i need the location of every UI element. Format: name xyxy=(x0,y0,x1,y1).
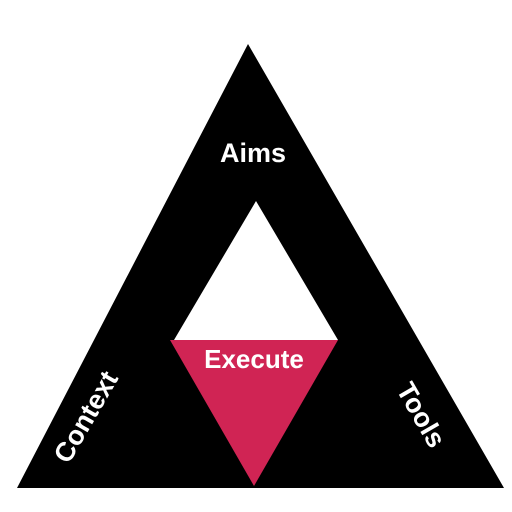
execute-triangle xyxy=(170,340,338,486)
execute-label: Execute xyxy=(204,344,304,374)
aims-label: Aims xyxy=(220,138,286,168)
a-frame xyxy=(17,44,504,488)
